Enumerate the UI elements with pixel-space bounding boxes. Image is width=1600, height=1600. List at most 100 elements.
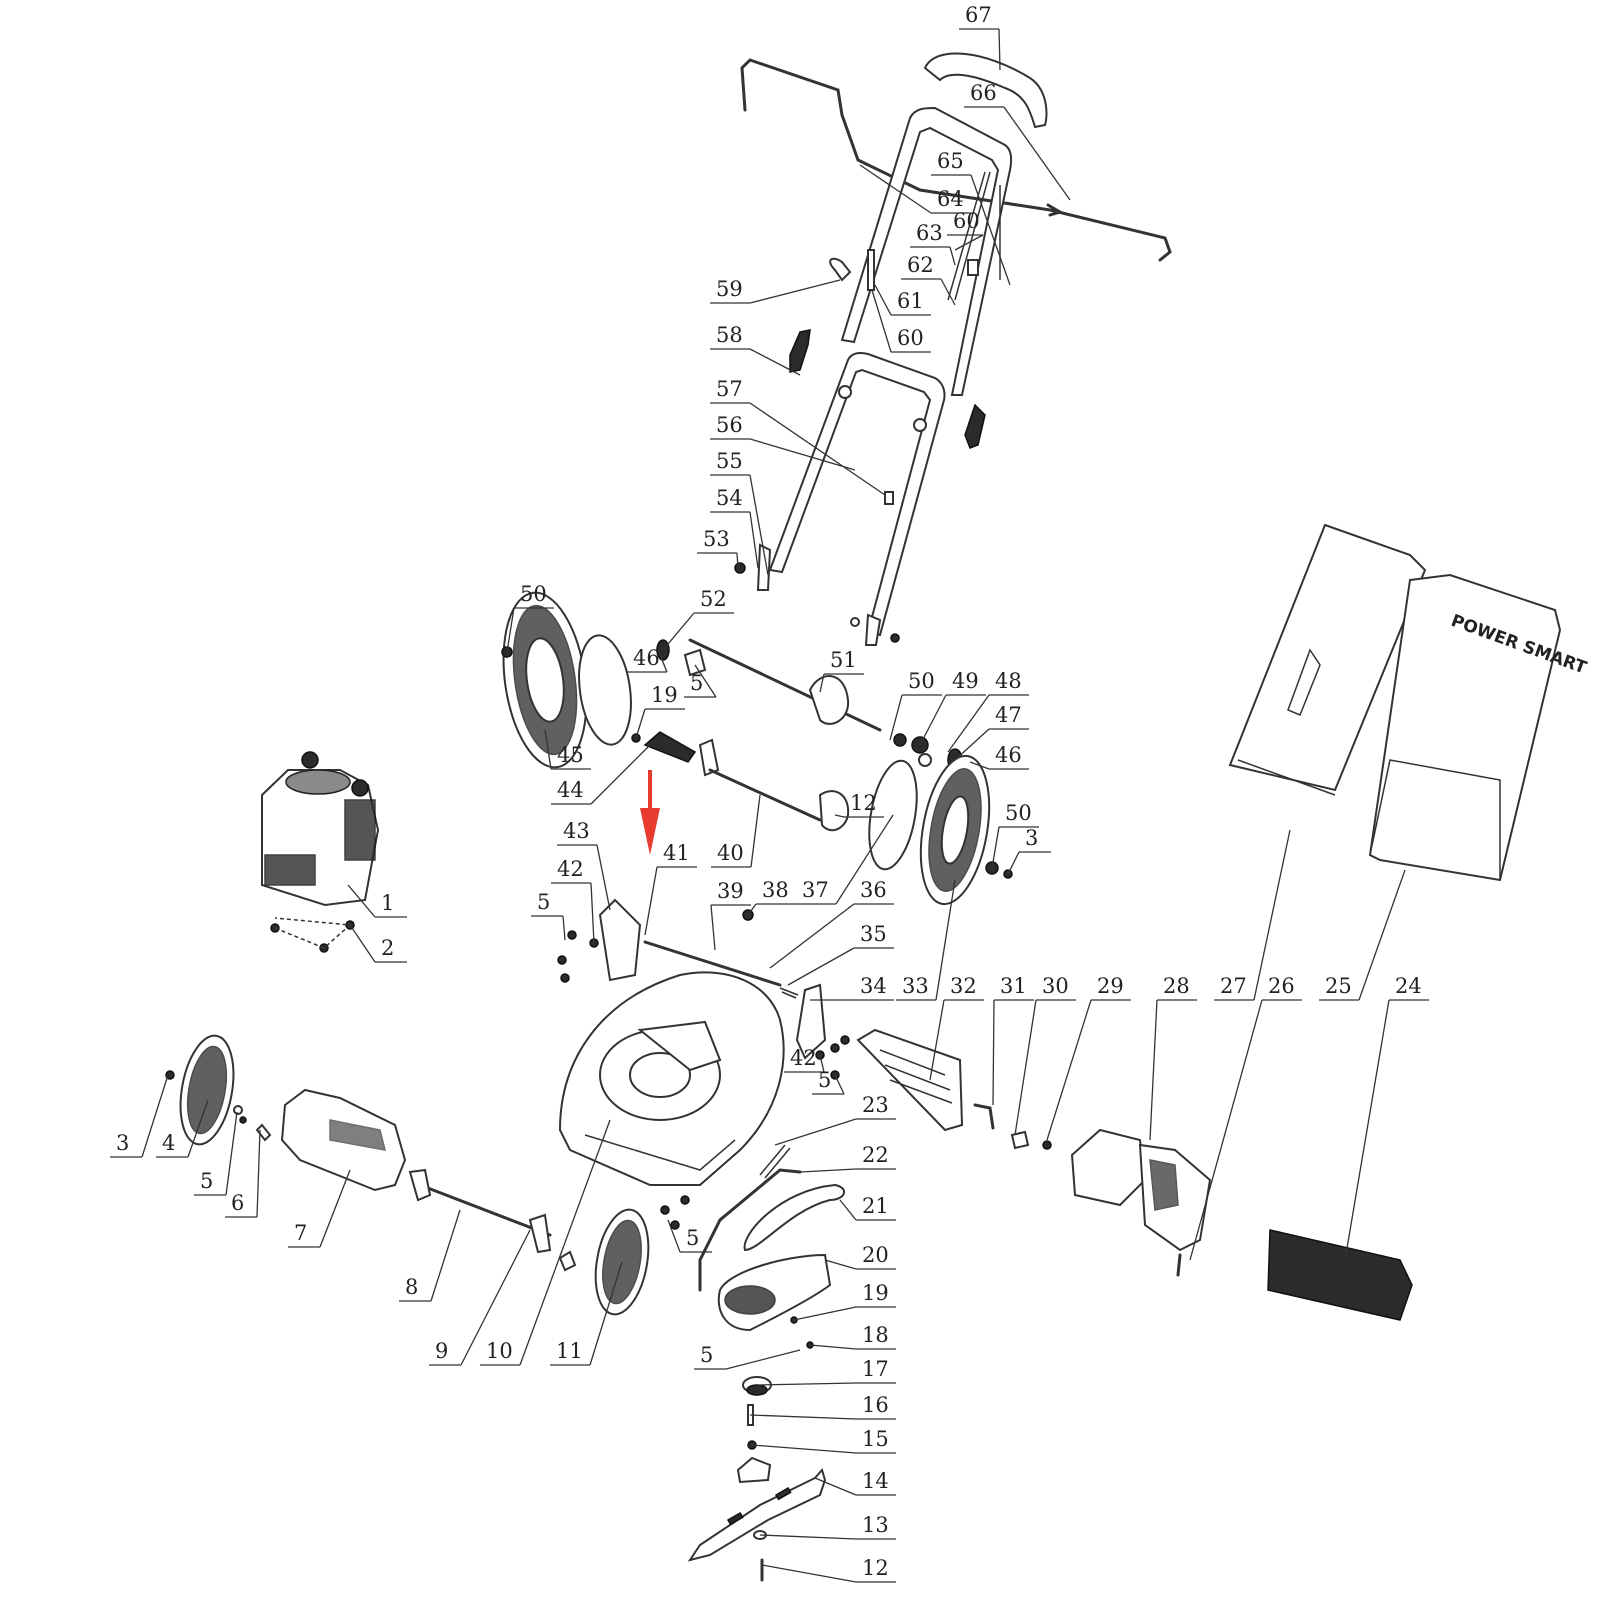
callout-number: 63 — [916, 221, 943, 245]
callout-number: 5 — [200, 1169, 213, 1193]
callout-leader-line — [736, 552, 739, 569]
callout-c53: 53 — [697, 527, 739, 569]
callout-c20: 20 — [824, 1243, 896, 1270]
callout-number: 22 — [862, 1143, 889, 1167]
part-engine-bolts — [270, 917, 355, 953]
callout-c29: 29 — [1046, 974, 1131, 1141]
callout-number: 10 — [486, 1339, 513, 1363]
callout-leader-line — [562, 915, 566, 941]
callout-leader-line — [774, 1118, 857, 1146]
callout-c12a: 12 — [834, 791, 884, 818]
callout-c49: 49 — [919, 669, 986, 746]
callout-leader-line — [749, 279, 841, 304]
callout-number: 37 — [802, 878, 829, 902]
callout-number: 20 — [862, 1243, 889, 1267]
callout-leader-line — [954, 728, 990, 761]
callout-c5b: 5 — [531, 890, 566, 941]
part-handle-brackets — [734, 543, 900, 646]
callout-c1: 1 — [347, 884, 407, 918]
callout-number: 49 — [952, 669, 979, 693]
callout-c66: 66 — [964, 81, 1071, 201]
callout-leader-line — [256, 1129, 261, 1218]
callout-leader-line — [940, 278, 956, 306]
callout-c60a: 60 — [947, 209, 984, 251]
callout-leader-line — [756, 1382, 857, 1386]
callout-c44: 44 — [551, 744, 651, 805]
callout-c3a: 3 — [1007, 826, 1051, 875]
callout-c63: 63 — [910, 221, 956, 266]
callout-leader-line — [919, 694, 947, 746]
callout-c42a: 42 — [551, 857, 595, 944]
part-control-cables — [947, 171, 1001, 301]
callout-leader-line — [589, 1261, 623, 1366]
callout-c13: 13 — [759, 1513, 896, 1540]
part-flap-hinge-rod — [973, 1103, 995, 1130]
callout-leader-line — [749, 402, 886, 496]
callout-c59: 59 — [710, 277, 841, 304]
callout-leader-line — [749, 348, 801, 376]
callout-leader-line — [998, 28, 1001, 71]
callout-leader-line — [635, 708, 646, 739]
callout-c46b: 46 — [969, 743, 1029, 770]
part-clip-6 — [255, 1123, 272, 1142]
callout-leader-line — [992, 999, 995, 1106]
callout-number: 24 — [1395, 974, 1422, 998]
callout-number: 14 — [862, 1469, 889, 1493]
callout-c6: 6 — [225, 1129, 261, 1218]
callout-number: 16 — [862, 1393, 889, 1417]
callout-number: 50 — [520, 582, 547, 606]
callout-number: 53 — [703, 527, 730, 551]
callout-leader-line — [834, 1074, 845, 1095]
callout-c9: 9 — [429, 1229, 531, 1366]
callout-number: 56 — [716, 413, 743, 437]
callout-c30: 30 — [1014, 974, 1076, 1136]
callout-c40: 40 — [711, 794, 761, 868]
callout-number: 35 — [860, 922, 887, 946]
callout-leader-line — [1046, 999, 1092, 1141]
callout-number: 19 — [651, 683, 678, 707]
callout-c8: 8 — [399, 1209, 461, 1302]
callout-leader-line — [710, 904, 716, 951]
callout-c37: 37 — [796, 814, 894, 905]
callout-leader-line — [1253, 829, 1291, 1001]
part-pulley-17 — [742, 1376, 772, 1396]
callout-number: 46 — [633, 646, 660, 670]
callout-number: 58 — [716, 323, 743, 347]
callout-leader-line — [793, 1306, 857, 1321]
callout-number: 50 — [908, 669, 935, 693]
callout-number: 59 — [716, 277, 743, 301]
callout-number: 8 — [405, 1275, 418, 1299]
callout-c16: 16 — [749, 1393, 896, 1420]
callout-leader-line — [1003, 106, 1071, 201]
callout-leader-line — [824, 1259, 857, 1270]
callout-leader-line — [819, 673, 825, 693]
part-handle-pin — [884, 491, 894, 505]
callout-number: 34 — [860, 974, 887, 998]
callout-number: 42 — [790, 1046, 817, 1070]
callout-number: 19 — [862, 1281, 889, 1305]
callout-leader-line — [749, 1414, 857, 1420]
callout-number: 2 — [381, 936, 394, 960]
callout-c50b: 50 — [889, 669, 942, 741]
callout-c65: 65 — [931, 149, 1011, 286]
callout-c46a: 46 — [627, 646, 668, 673]
callout-c22: 22 — [799, 1143, 896, 1173]
callout-c45: 45 — [544, 729, 591, 770]
callout-leader-line — [662, 612, 695, 651]
callout-number: 51 — [830, 648, 857, 672]
callout-number: 1 — [381, 891, 394, 915]
callout-leader-line — [319, 1169, 351, 1248]
callout-leader-line — [991, 826, 1000, 869]
callout-number: 39 — [717, 879, 744, 903]
callout-leader-line — [596, 844, 611, 911]
callout-c23: 23 — [774, 1093, 896, 1146]
callout-c31: 31 — [992, 974, 1034, 1106]
callout-number: 25 — [1325, 974, 1352, 998]
callout-number: 54 — [716, 486, 743, 510]
callout-leader-line — [799, 1168, 857, 1173]
callout-leader-line — [506, 607, 515, 653]
part-front-axle — [708, 768, 850, 832]
callout-leader-line — [935, 879, 956, 1001]
callout-c24: 24 — [1344, 974, 1429, 1261]
callout-c4: 4 — [156, 1099, 209, 1158]
